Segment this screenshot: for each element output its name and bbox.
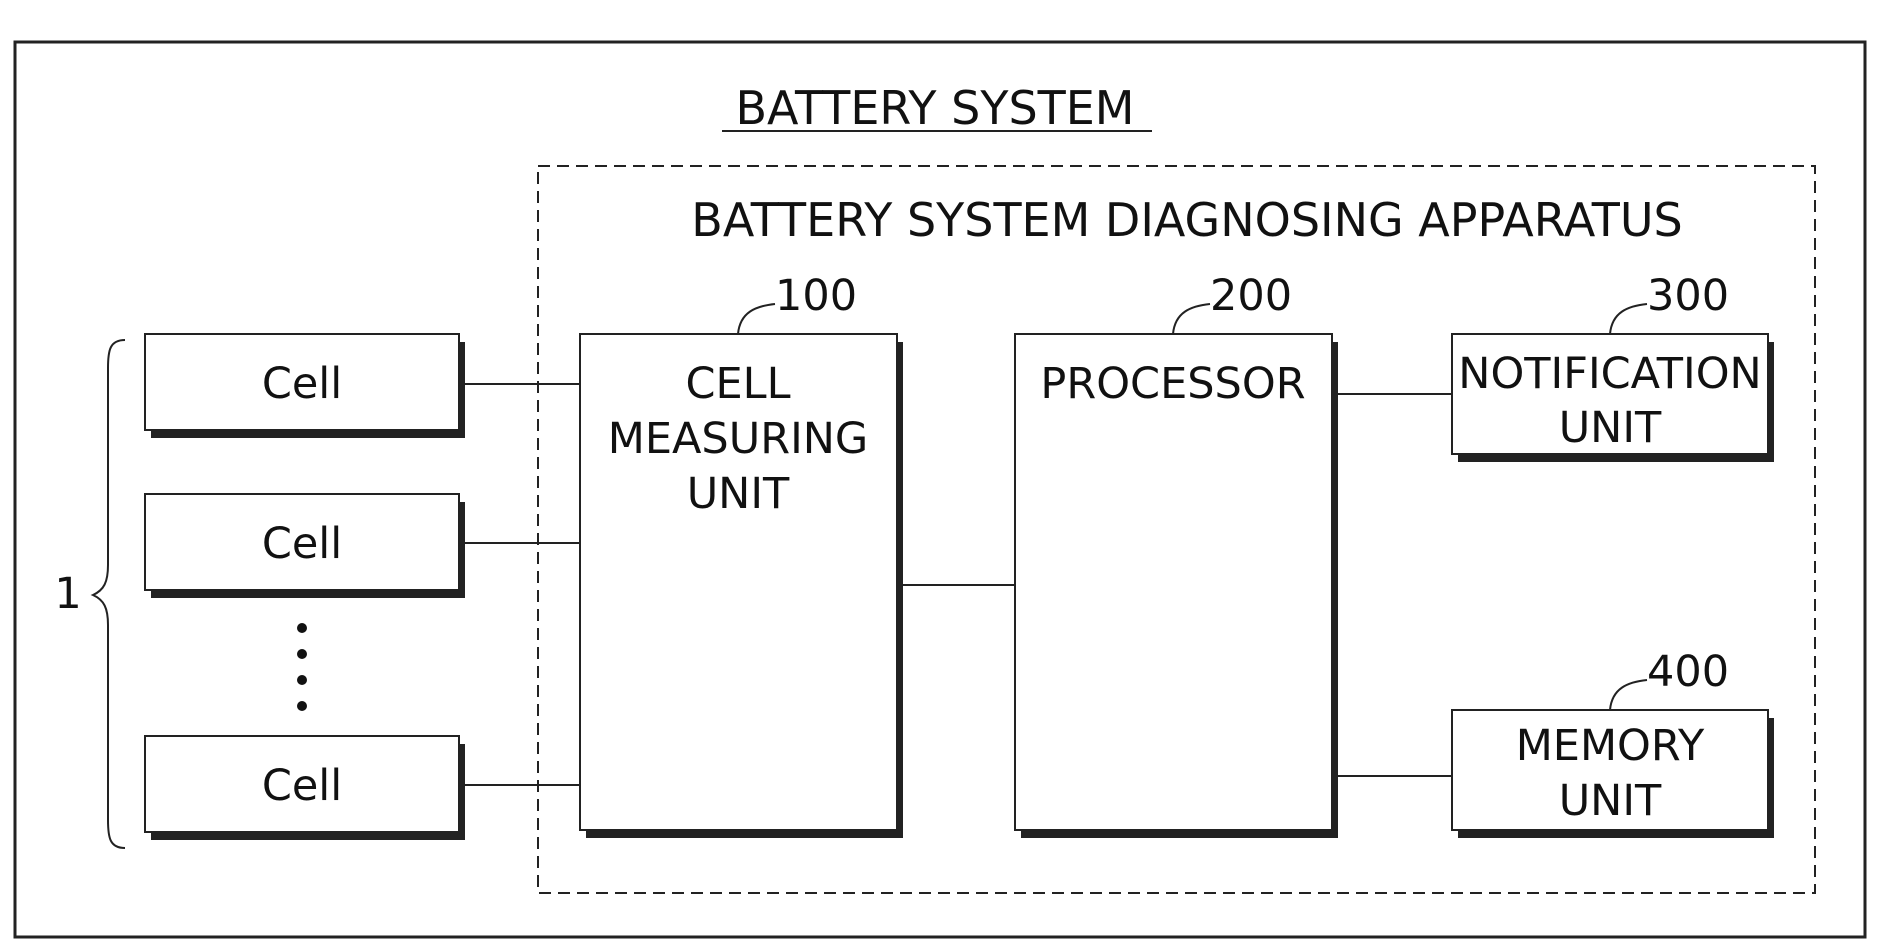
- cell-box: Cell: [145, 494, 465, 598]
- cell-measuring-unit-line-2: MEASURING: [608, 414, 869, 464]
- ref-200-leader: [1173, 304, 1210, 334]
- cell-group-brace: [93, 340, 125, 848]
- processor-ref: 200: [1210, 271, 1292, 321]
- cell-measuring-unit-box: CELL MEASURING UNIT: [580, 334, 903, 838]
- battery-system-title: BATTERY SYSTEM: [736, 81, 1135, 135]
- notification-unit-line-1: NOTIFICATION: [1458, 349, 1761, 399]
- cell-measuring-unit-line-3: UNIT: [687, 469, 790, 519]
- processor-label: PROCESSOR: [1040, 359, 1305, 409]
- ref-100-leader: [738, 304, 775, 334]
- cell-box: Cell: [145, 736, 465, 840]
- cell-label: Cell: [262, 519, 342, 569]
- memory-unit-box: MEMORY UNIT: [1452, 710, 1774, 838]
- notification-unit-box: NOTIFICATION UNIT: [1452, 334, 1774, 462]
- cell-label: Cell: [262, 359, 342, 409]
- ellipsis-icon: [297, 623, 307, 711]
- apparatus-title: BATTERY SYSTEM DIAGNOSING APPARATUS: [691, 193, 1682, 247]
- memory-unit-ref: 400: [1647, 647, 1729, 697]
- ref-400-leader: [1610, 680, 1647, 710]
- notification-unit-ref: 300: [1647, 271, 1729, 321]
- ref-300-leader: [1610, 304, 1647, 334]
- memory-unit-line-1: MEMORY: [1516, 721, 1705, 771]
- cell-label: Cell: [262, 761, 342, 811]
- notification-unit-line-2: UNIT: [1559, 403, 1662, 453]
- cell-measuring-unit-ref: 100: [775, 271, 857, 321]
- processor-box: PROCESSOR: [1015, 334, 1338, 838]
- cell-box: Cell: [145, 334, 465, 438]
- cell-group-ref: 1: [54, 569, 81, 619]
- cell-measuring-unit-line-1: CELL: [685, 359, 790, 409]
- memory-unit-line-2: UNIT: [1559, 776, 1662, 826]
